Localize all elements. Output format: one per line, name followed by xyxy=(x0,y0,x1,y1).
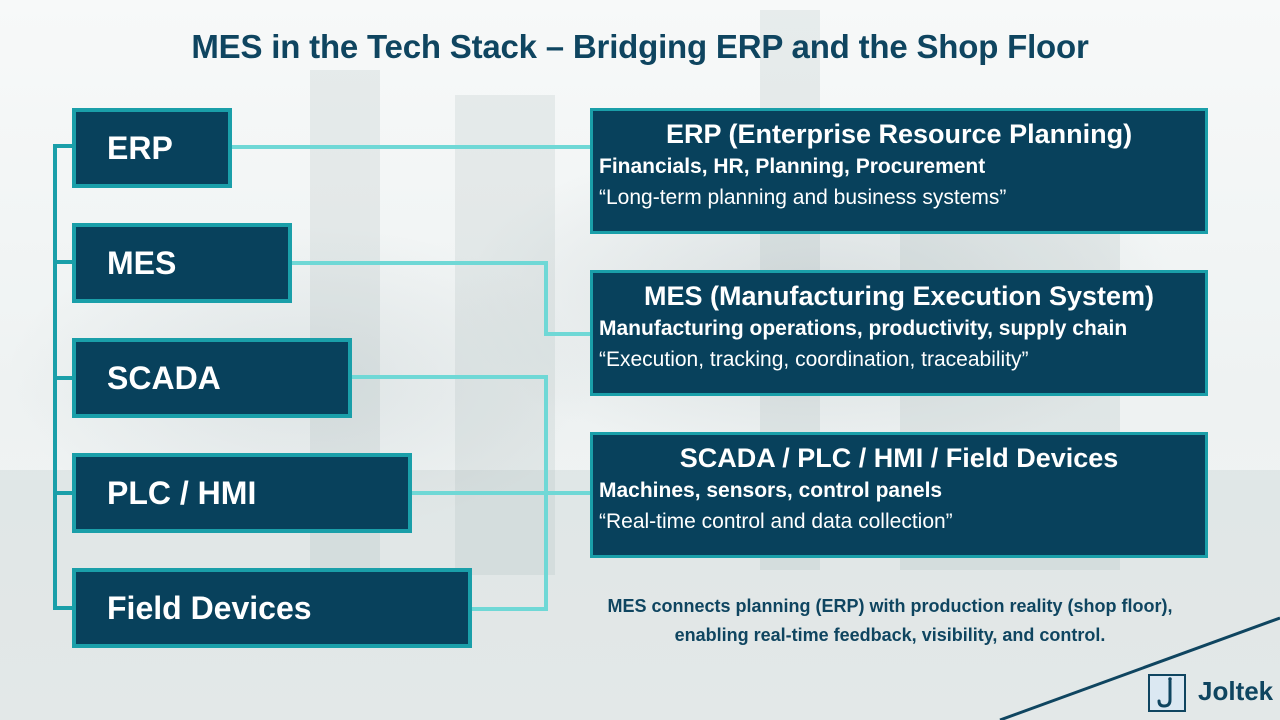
panel-mes: MES (Manufacturing Execution System) Man… xyxy=(590,270,1208,396)
summary-text: MES connects planning (ERP) with product… xyxy=(607,596,1173,645)
layer-box-mes: MES xyxy=(72,223,292,303)
layer-label: MES xyxy=(107,244,177,281)
panel-erp: ERP (Enterprise Resource Planning) Finan… xyxy=(590,108,1208,234)
layer-label: SCADA xyxy=(107,359,221,396)
layer-box-field-devices: Field Devices xyxy=(72,568,472,648)
panel-title: SCADA / PLC / HMI / Field Devices xyxy=(679,443,1119,473)
page-title: MES in the Tech Stack – Bridging ERP and… xyxy=(191,28,1089,65)
layer-label: ERP xyxy=(107,129,173,166)
mes-connector xyxy=(290,261,592,336)
layer-label: PLC / HMI xyxy=(107,474,257,511)
layer-label: Field Devices xyxy=(107,589,312,626)
panel-title: MES (Manufacturing Execution System) xyxy=(643,281,1155,311)
panel-quote: “Execution, tracking, coordination, trac… xyxy=(599,348,1029,371)
panel-quote: “Long-term planning and business systems… xyxy=(599,186,1007,209)
layer-box-erp: ERP xyxy=(72,108,232,188)
panel-subtitle: Manufacturing operations, productivity, … xyxy=(599,317,1128,340)
panel-subtitle: Machines, sensors, control panels xyxy=(599,479,943,502)
decorative-diagonal-line xyxy=(999,616,1280,720)
panel-quote: “Real-time control and data collection” xyxy=(599,510,953,533)
j-letter-logo-icon xyxy=(1148,674,1186,712)
layer-box-scada: SCADA xyxy=(72,338,352,418)
brand-name: Joltek xyxy=(1198,676,1274,706)
panel-title: ERP (Enterprise Resource Planning) xyxy=(665,119,1133,149)
panel-subtitle: Financials, HR, Planning, Procurement xyxy=(599,155,986,178)
layer-box-plc-hmi: PLC / HMI xyxy=(72,453,412,533)
panel-shop-floor: SCADA / PLC / HMI / Field Devices Machin… xyxy=(590,432,1208,558)
